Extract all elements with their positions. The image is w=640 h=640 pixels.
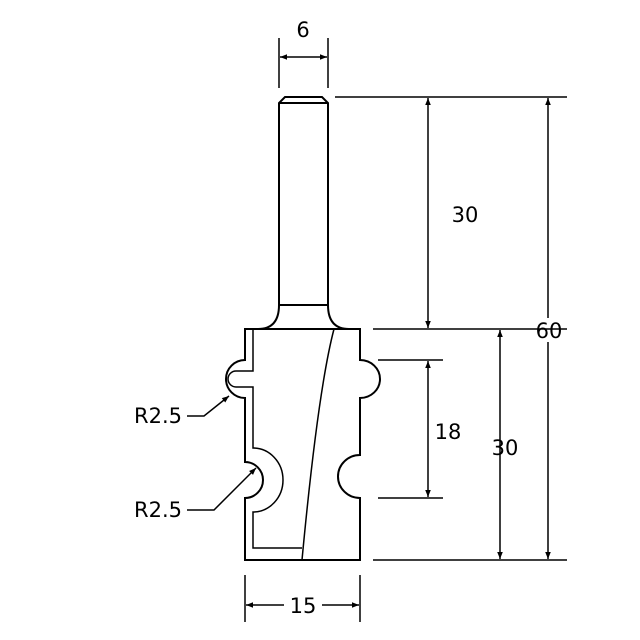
dimension-cutting-length: 30 bbox=[492, 330, 519, 559]
dimension-overall-length: 60 bbox=[536, 98, 563, 559]
radius-callout-lower: R2.5 bbox=[134, 467, 257, 522]
radius-lower-label: R2.5 bbox=[134, 498, 182, 522]
cutting-length-label: 30 bbox=[492, 436, 519, 460]
cutting-diameter-label: 15 bbox=[290, 594, 317, 618]
shank-length-label: 30 bbox=[452, 203, 479, 227]
dimension-shank-diameter: 6 bbox=[278, 18, 329, 88]
profile-height-label: 18 bbox=[435, 420, 462, 444]
cutter-body bbox=[225, 328, 381, 561]
shank-diameter-label: 6 bbox=[296, 18, 309, 42]
dimension-profile-height: 18 bbox=[425, 361, 462, 497]
overall-length-label: 60 bbox=[536, 319, 563, 343]
dimension-cutting-diameter: 15 bbox=[244, 575, 361, 622]
radius-upper-label: R2.5 bbox=[134, 404, 182, 428]
radius-callout-upper: R2.5 bbox=[134, 395, 230, 428]
shank bbox=[257, 96, 350, 330]
dimension-shank-length: 30 bbox=[425, 98, 479, 328]
